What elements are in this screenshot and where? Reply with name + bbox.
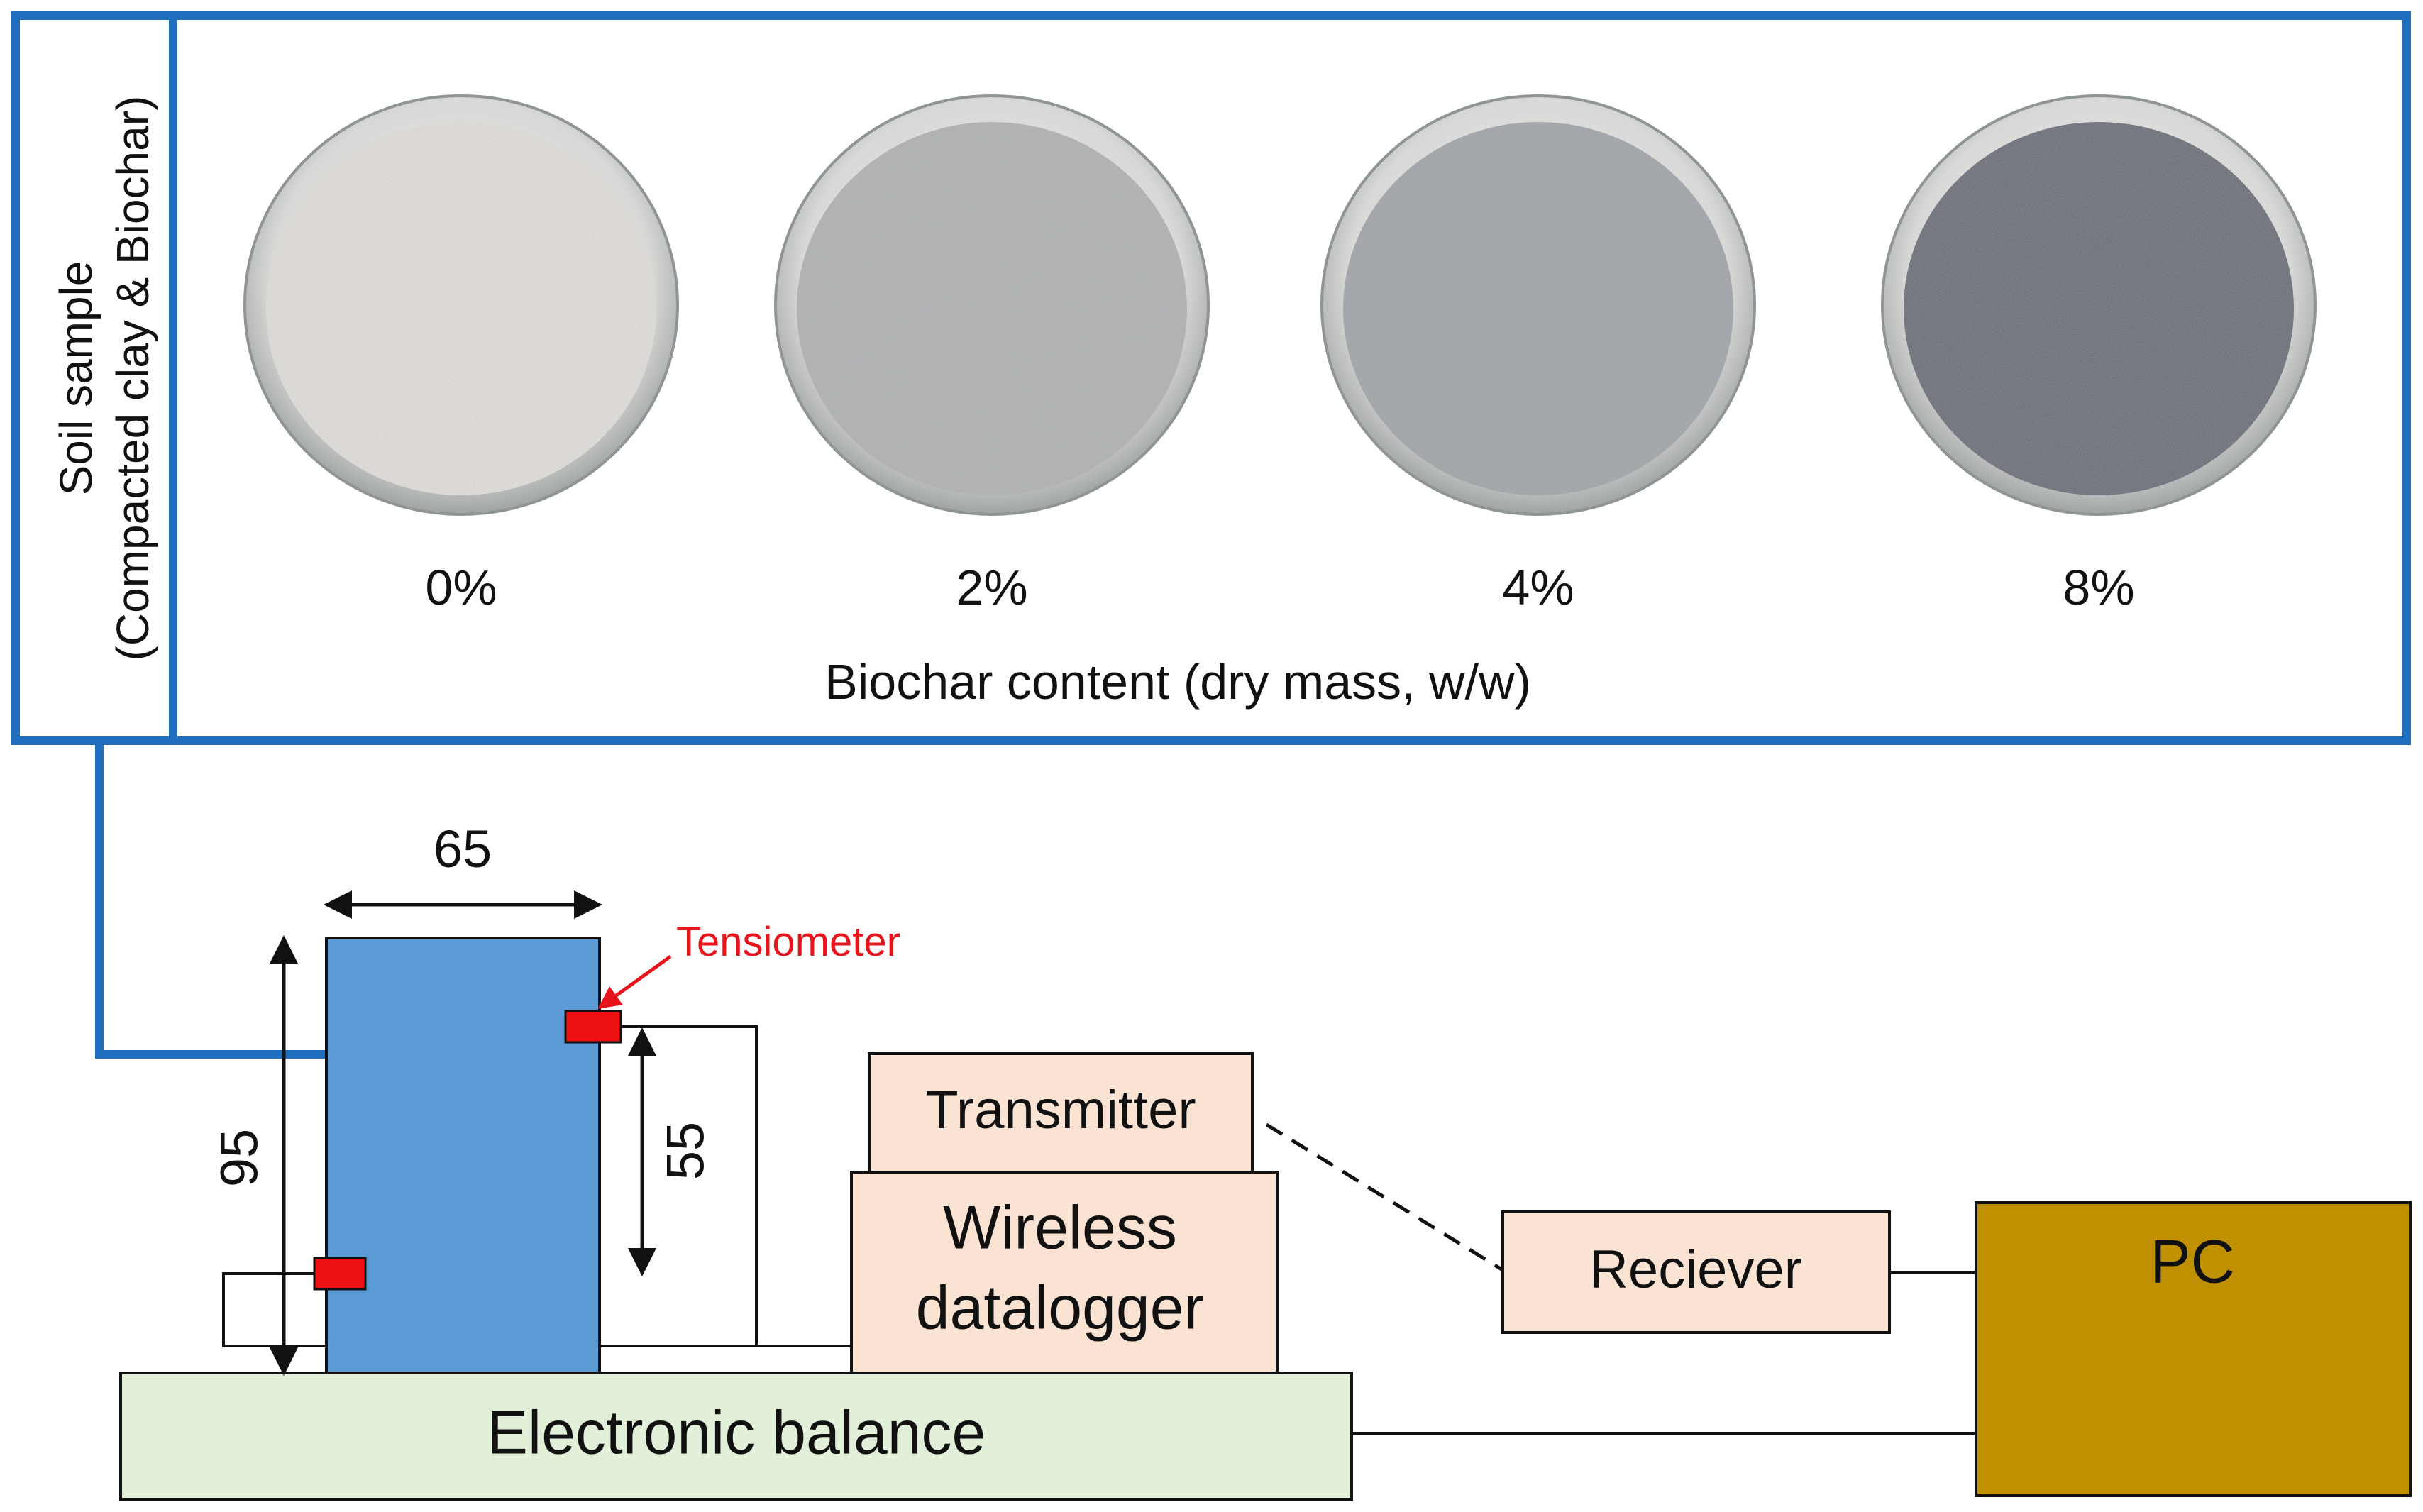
- sensor-spacing-dimension-label: 55: [656, 1122, 715, 1180]
- dish-soil: [266, 122, 656, 495]
- sample-dish-0: 0%: [243, 94, 679, 615]
- side-label-line1: Soil sample: [50, 261, 101, 496]
- electronic-balance-label: Electronic balance: [487, 1399, 986, 1467]
- receiver: [1501, 1210, 1891, 1334]
- soil-sample-photo-panel: Soil sample (Compacted clay & Biochar) 0…: [11, 11, 2411, 745]
- biochar-axis-label: Biochar content (dry mass, w/w): [824, 654, 1531, 710]
- pc: [1975, 1201, 2412, 1497]
- sample-dish-2: 2%: [774, 94, 1210, 615]
- receiver-label: Reciever: [1589, 1240, 1802, 1300]
- sample-label-8: 8%: [2063, 560, 2134, 615]
- electronic-balance: [119, 1372, 1353, 1501]
- upper-sensor-cable: [600, 1025, 758, 1347]
- transmitter: [868, 1052, 1254, 1174]
- height-dimension-label: 95: [210, 1129, 269, 1187]
- datalogger-label-line2: datalogger: [916, 1274, 1204, 1342]
- lower-sensor-cable: [222, 1272, 326, 1347]
- pc-label: PC: [2150, 1228, 2234, 1296]
- sample-dishes: 0% 2% 4% 8%: [243, 94, 2317, 615]
- width-dimension-label: 65: [434, 820, 492, 878]
- sample-dish-4: 4%: [1320, 94, 1756, 615]
- photo-frame: [169, 11, 2411, 745]
- dish-soil: [1343, 122, 1733, 495]
- wireless-datalogger: [850, 1171, 1279, 1374]
- upper-tensiometer: [564, 1010, 622, 1044]
- tensiometer-pointer: [597, 954, 672, 1010]
- sample-label-4: 4%: [1502, 560, 1574, 615]
- sample-label-0: 0%: [425, 560, 497, 615]
- sample-dish-8: 8%: [1881, 94, 2317, 615]
- transmitter-label: Transmitter: [925, 1080, 1196, 1140]
- wireless-link: [1265, 1122, 1504, 1272]
- soil-sample-column: [325, 937, 601, 1374]
- datalogger-label-line1: Wireless: [943, 1194, 1177, 1262]
- side-label: Soil sample (Compacted clay & Biochar): [50, 96, 158, 661]
- side-label-line2: (Compacted clay & Biochar): [107, 96, 158, 661]
- dish-soil: [1904, 122, 2294, 495]
- dish-soil: [797, 122, 1187, 495]
- lower-tensiometer: [313, 1257, 367, 1291]
- sample-label-2: 2%: [956, 560, 1027, 615]
- tensiometer-label: Tensiometer: [676, 919, 900, 965]
